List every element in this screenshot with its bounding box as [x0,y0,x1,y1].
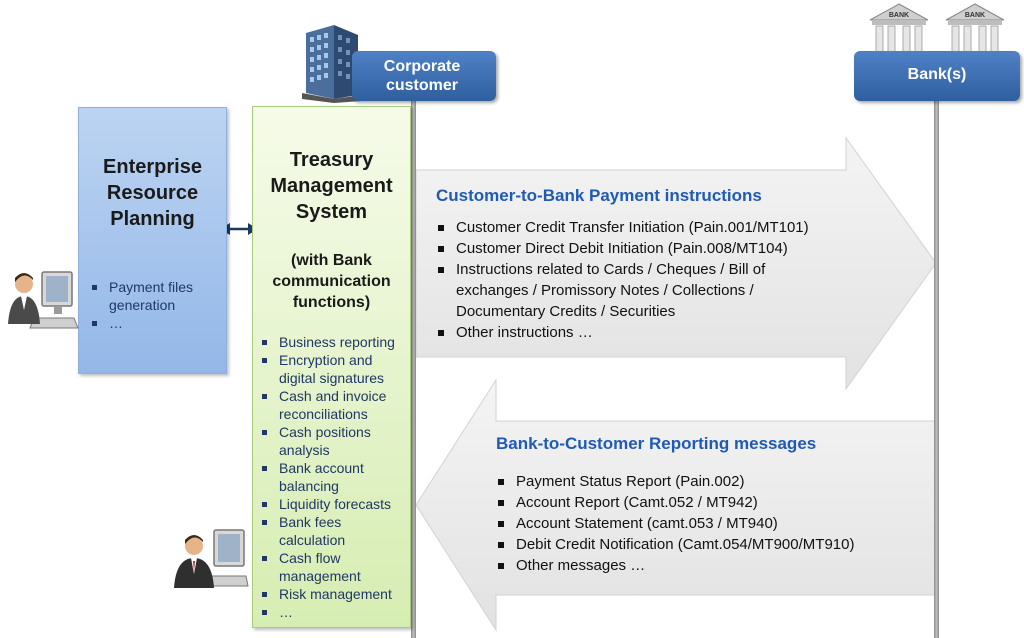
treasury-user-icon [174,529,249,588]
bank-icon-text: BANK [889,12,909,19]
corporate-swimlane-line [411,101,416,638]
list-item: Bank fees calculation [259,513,409,549]
customer-to-bank-list: Customer Credit Transfer Initiation (Pai… [436,217,876,343]
list-item: Business reporting [259,333,409,351]
corporate-customer-label: Corporate customer [383,58,461,94]
tms-list: Business reporting Encryption and digita… [259,333,409,621]
list-item: Risk management [259,585,409,603]
list-item: Customer Direct Debit Initiation (Pain.0… [436,238,876,259]
list-item: Cash flow management [259,549,409,585]
list-item: Account Statement (camt.053 / MT940) [496,513,926,534]
list-item: Other instructions … [436,322,876,343]
list-item: Customer Credit Transfer Initiation (Pai… [436,217,876,238]
list-item: … [259,603,409,621]
customer-to-bank-title: Customer-to-Bank Payment instructions [436,186,762,205]
list-item: Payment files generation [89,278,219,314]
bank-icon-text-2: BANK [965,12,985,19]
erp-title: Enterprise Resource Planning [103,156,202,230]
list-item: Encryption and digital signatures [259,351,409,387]
list-item: Debit Credit Notification (Camt.054/MT90… [496,534,926,555]
tms-box: Treasury Management System (with Bank co… [252,106,411,628]
banks-label: Bank(s) [907,66,967,83]
list-item: Bank account balancing [259,459,409,495]
erp-list: Payment files generation … [89,278,219,332]
list-item: Cash and invoice reconciliations [259,387,409,423]
bank-to-customer-title: Bank-to-Customer Reporting messages [496,434,817,453]
bank-to-customer-list: Payment Status Report (Pain.002) Account… [496,471,926,576]
tms-subtitle: (with Bank communication functions) [272,252,391,311]
list-item: Account Report (Camt.052 / MT942) [496,492,926,513]
list-item: … [89,314,219,332]
erp-box: Enterprise Resource Planning Payment fil… [78,107,227,374]
bank-swimlane-line [934,101,939,638]
customer-to-bank-arrow [415,136,937,391]
list-item: Cash positions analysis [259,423,409,459]
list-item: Payment Status Report (Pain.002) [496,471,926,492]
list-item: Liquidity forecasts [259,495,409,513]
list-item: Other messages … [496,555,926,576]
bank-to-customer-arrow [415,378,937,632]
banks-header: Bank(s) [854,51,1020,101]
corporate-customer-header: Corporate customer [352,51,496,101]
computer-user-icon [8,271,79,329]
tms-title: Treasury Management System [270,149,393,223]
list-item: Instructions related to Cards / Cheques … [436,259,816,322]
